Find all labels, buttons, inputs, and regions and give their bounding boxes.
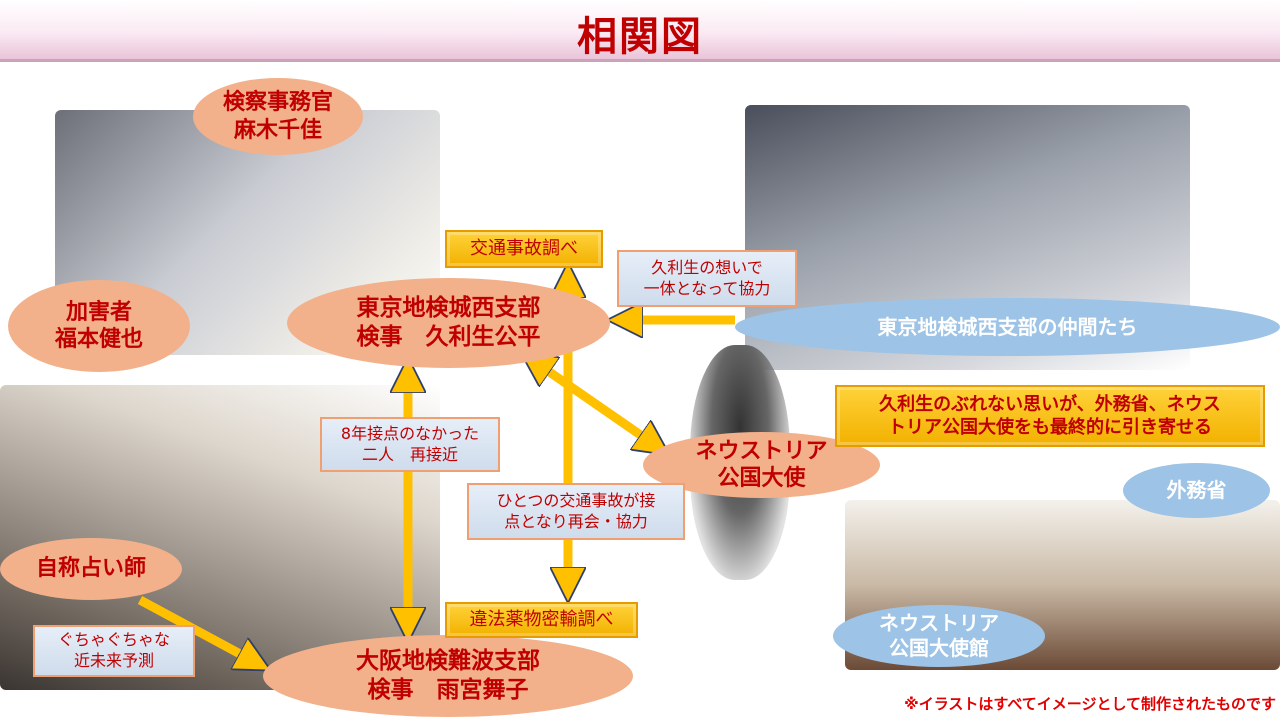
label-kotsu: 交通事故調べ	[445, 230, 603, 268]
arrow-kuryu-taishi	[535, 362, 655, 445]
group-gaimusho: 外務省	[1123, 463, 1270, 518]
person-kuryu: 東京地検城西支部 検事 久利生公平	[287, 278, 610, 368]
person-kagaisha: 加害者 福本健也	[8, 280, 190, 372]
title-bar: 相関図	[0, 0, 1280, 62]
label-hachinen: 8年接点のなかった 二人 再接近	[320, 417, 500, 472]
label-summary: 久利生のぶれない思いが、外務省、ネウス トリア公国大使をも最終的に引き寄せる	[835, 385, 1265, 447]
page-title: 相関図	[577, 14, 703, 60]
label-omoi: 久利生の想いで 一体となって協力	[617, 250, 797, 307]
group-taishikan: ネウストリア 公国大使館	[833, 605, 1045, 667]
person-jimukan: 検察事務官 麻木千佳	[193, 78, 363, 155]
person-amamiya: 大阪地検難波支部 検事 雨宮舞子	[263, 635, 633, 717]
group-nakama: 東京地検城西支部の仲間たち	[735, 298, 1280, 356]
footnote: ※イラストはすべてイメージとして制作されたものです	[904, 695, 1276, 713]
label-guchagucha: ぐちゃぐちゃな 近未来予測	[33, 625, 195, 677]
label-hitotsu: ひとつの交通事故が接 点となり再会・協力	[467, 483, 685, 540]
person-uranaishi: 自称占い師	[0, 538, 182, 600]
arrow-uranaishi-amamiya	[137, 596, 255, 662]
label-mayaku: 違法薬物密輸調べ	[445, 602, 638, 638]
